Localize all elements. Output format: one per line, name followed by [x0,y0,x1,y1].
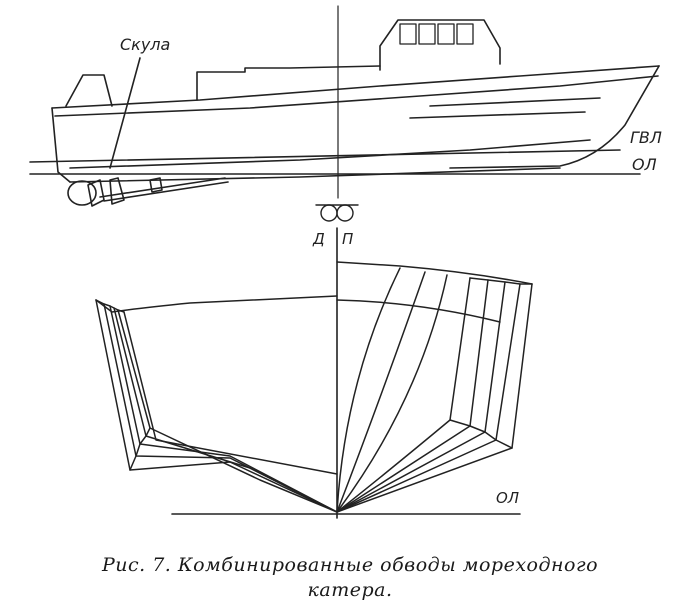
chine-label: Скула [120,35,170,54]
body-plan [95,204,533,519]
propeller [67,180,97,206]
strake-line [429,97,601,107]
keel-line [69,167,561,183]
baseline-body-label: ОЛ [496,489,519,507]
propeller-shaft [99,177,226,198]
chine-line [69,139,591,169]
hull-lines-figure: Скула ГВЛ ОЛ Д П ОЛ [29,5,662,519]
propulsion-gear [67,177,229,207]
direction-symbol [315,204,359,222]
caption-line-2: катера. [307,579,393,601]
figure-caption: Рис. 7. Комбинированные обводы мореходно… [0,553,700,613]
deckhouse [196,65,381,101]
chine-leader [109,57,141,169]
baseline-profile-label: ОЛ [632,155,657,174]
wheelhouse [379,19,501,71]
aft-sections [95,295,338,513]
stem [449,65,660,169]
fwd-label: П [342,230,353,248]
caption-line-1: Рис. 7. Комбинированные обводы мореходно… [101,554,599,576]
dwl-line [29,149,621,163]
gunwale-line [54,75,659,117]
shaft-bracket [149,177,163,193]
fwd-sections [336,261,533,513]
sheer-line [51,65,660,109]
transom [51,107,71,183]
profile-view [29,5,660,207]
strake-line-2 [409,111,586,119]
propeller-blade [87,179,105,207]
aft-mast [65,74,113,107]
dwl-label: ГВЛ [630,128,662,147]
wheelhouse-windows [399,23,474,45]
propeller-shaft-2 [103,181,229,202]
aft-label: Д [312,230,325,248]
